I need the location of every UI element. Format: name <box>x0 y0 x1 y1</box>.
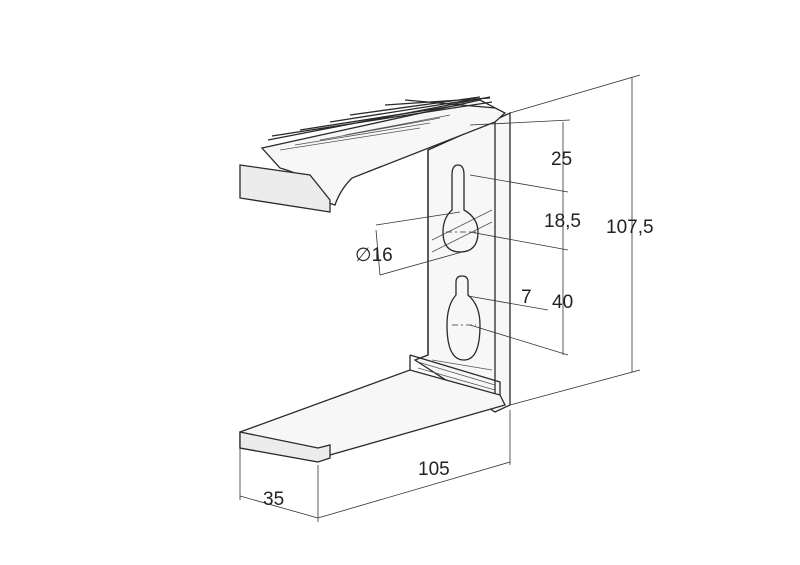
dim-depth: 105 <box>418 459 450 480</box>
back-plate <box>413 111 511 413</box>
diameter-symbol: ∅ <box>355 245 372 266</box>
bottom-arm <box>239 354 506 463</box>
dim-top-offset: 25 <box>551 149 573 170</box>
dim-hole-diameter: ∅16 <box>355 246 393 265</box>
top-arm <box>239 96 507 213</box>
upper-keyhole <box>442 164 479 253</box>
lower-keyhole <box>446 275 481 361</box>
dim-slot-width: 7 <box>521 287 532 308</box>
dimension-lines <box>239 74 641 522</box>
hole-diameter-value: 16 <box>371 245 393 266</box>
dim-lip-depth: 35 <box>263 489 285 510</box>
dim-hole-spacing-lower: 40 <box>552 292 574 313</box>
dim-height-total: 107,5 <box>606 217 654 238</box>
dim-hole-spacing-upper: 18,5 <box>544 211 581 232</box>
